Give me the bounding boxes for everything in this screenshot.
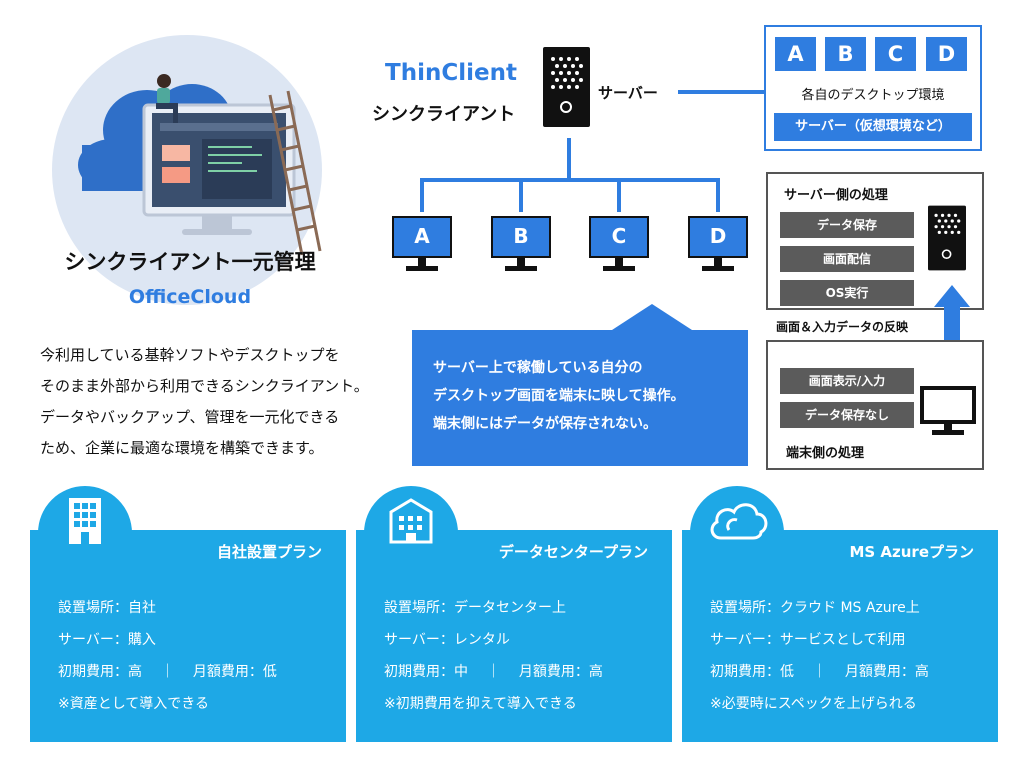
env-caption: 各自のデスクトップ環境 <box>801 88 945 103</box>
client-side-box: 画面表示/入力 データ保存なし 端末側の処理 <box>766 340 984 470</box>
building-icon <box>69 498 101 544</box>
terminal-b: B <box>491 216 551 276</box>
plan-title: MS Azureプラン <box>849 543 974 561</box>
callout-bubble <box>412 304 748 466</box>
plan-title: データセンタープラン <box>498 543 648 561</box>
callout-line: サーバー上で稼働している自分の <box>433 360 643 376</box>
plan-card-onpremise: 自社設置プラン 設置場所：自社 サーバー：購入 初期費用：高 ｜ 月額費用：低 … <box>30 486 346 742</box>
branch-b <box>519 178 523 212</box>
branch-d <box>716 178 720 212</box>
plan-line: ※資産として導入できる <box>58 696 210 712</box>
plan-line: 設置場所：クラウド MS Azure上 <box>710 600 920 616</box>
server-side-item: OS実行 <box>780 280 914 306</box>
terminal-letter: B <box>513 224 529 248</box>
plan-line: 設置場所：データセンター上 <box>384 600 566 616</box>
terminal-letter: C <box>611 224 627 248</box>
server-trunk-line <box>567 138 571 180</box>
server-label: サーバー <box>598 84 658 102</box>
person-icon <box>156 74 178 123</box>
arrow-up-icon <box>934 285 970 369</box>
env-letter: D <box>926 37 967 71</box>
plan-card-datacenter: データセンタープラン 設置場所：データセンター上 サーバー：レンタル 初期費用：… <box>356 486 672 742</box>
branch-c <box>617 178 621 212</box>
env-server-bar: サーバー（仮想環境など） <box>774 113 972 141</box>
plan-line: 初期費用：低 ｜ 月額費用：高 <box>710 664 929 680</box>
plan-tab <box>38 486 132 556</box>
branch-a <box>420 178 424 212</box>
monitor-icon <box>491 216 551 271</box>
plan-line: サーバー：サービスとして利用 <box>710 632 906 648</box>
server-env-connector <box>678 90 764 94</box>
intro-line: そのまま外部から利用できるシンクライアント。 <box>40 377 369 395</box>
branch-line <box>420 178 720 182</box>
intro-text: 今利用している基幹ソフトやデスクトップを そのまま外部から利用できるシンクライア… <box>40 340 410 464</box>
hero-subtitle: OfficeCloud <box>128 286 252 308</box>
hero-title: シンクライアント一元管理 <box>64 250 316 274</box>
terminal-c: C <box>589 216 649 276</box>
callout-line: デスクトップ画面を端末に映して操作。 <box>433 388 685 404</box>
intro-line: ため、企業に最適な環境を構築できます。 <box>40 439 324 457</box>
plan-details: 設置場所：データセンター上 サーバー：レンタル 初期費用：中 ｜ 月額費用：高 … <box>384 592 603 720</box>
plan-line: 初期費用：中 ｜ 月額費用：高 <box>384 664 603 680</box>
intro-line: 今利用している基幹ソフトやデスクトップを <box>40 346 340 364</box>
env-letter: B <box>825 37 866 71</box>
monitor-icon <box>920 386 976 435</box>
thinclient-ja-label: シンクライアント <box>372 104 516 125</box>
plan-line: 設置場所：自社 <box>58 600 156 616</box>
client-side-item: データ保存なし <box>780 402 914 428</box>
env-letter: A <box>775 37 816 71</box>
plan-details: 設置場所：クラウド MS Azure上 サーバー：サービスとして利用 初期費用：… <box>710 592 929 720</box>
plan-title: 自社設置プラン <box>216 543 322 561</box>
monitor-icon <box>392 216 452 271</box>
server-tower-icon <box>928 205 966 271</box>
plan-tab <box>690 486 784 556</box>
plan-line: 初期費用：高 ｜ 月額費用：低 <box>58 664 277 680</box>
plan-details: 設置場所：自社 サーバー：購入 初期費用：高 ｜ 月額費用：低 ※資産として導入… <box>58 592 277 720</box>
terminal-a: A <box>392 216 452 276</box>
callout-text: サーバー上で稼働している自分の デスクトップ画面を端末に映して操作。 端末側には… <box>433 354 743 438</box>
plan-line: ※初期費用を抑えて導入できる <box>384 696 577 712</box>
plan-tab <box>364 486 458 556</box>
hero-illustration <box>78 74 322 256</box>
server-side-title: サーバー側の処理 <box>784 188 888 203</box>
server-side-box: サーバー側の処理 データ保存 画面配信 OS実行 <box>766 172 984 310</box>
reflect-label: 画面＆入力データの反映 <box>776 320 909 334</box>
server-tower-icon <box>543 47 590 127</box>
monitor-icon <box>589 216 649 271</box>
desktop-environment-box: A B C D 各自のデスクトップ環境 サーバー（仮想環境など） <box>764 25 982 151</box>
client-side-item: 画面表示/入力 <box>780 368 914 394</box>
terminal-letter: D <box>709 224 727 248</box>
client-side-title: 端末側の処理 <box>786 446 865 461</box>
callout-line: 端末側にはデータが保存されない。 <box>433 416 657 432</box>
server-side-item: 画面配信 <box>780 246 914 272</box>
plan-line: ※必要時にスペックを上げられる <box>710 696 917 712</box>
intro-line: データやバックアップ、管理を一元化できる <box>40 408 340 426</box>
server-side-item: データ保存 <box>780 212 914 238</box>
plan-line: サーバー：レンタル <box>384 632 510 648</box>
monitor-icon <box>688 216 748 271</box>
thinclient-en-label: ThinClient <box>385 60 517 86</box>
monitor-icon <box>142 103 296 235</box>
cloud-icon <box>710 503 768 540</box>
plan-line: サーバー：購入 <box>58 632 156 648</box>
datacenter-icon <box>389 498 433 544</box>
ladder-icon <box>268 90 322 256</box>
terminal-letter: A <box>414 224 430 248</box>
terminal-d: D <box>688 216 748 276</box>
plan-card-azure: MS Azureプラン 設置場所：クラウド MS Azure上 サーバー：サービ… <box>682 486 998 742</box>
env-letter: C <box>875 37 916 71</box>
